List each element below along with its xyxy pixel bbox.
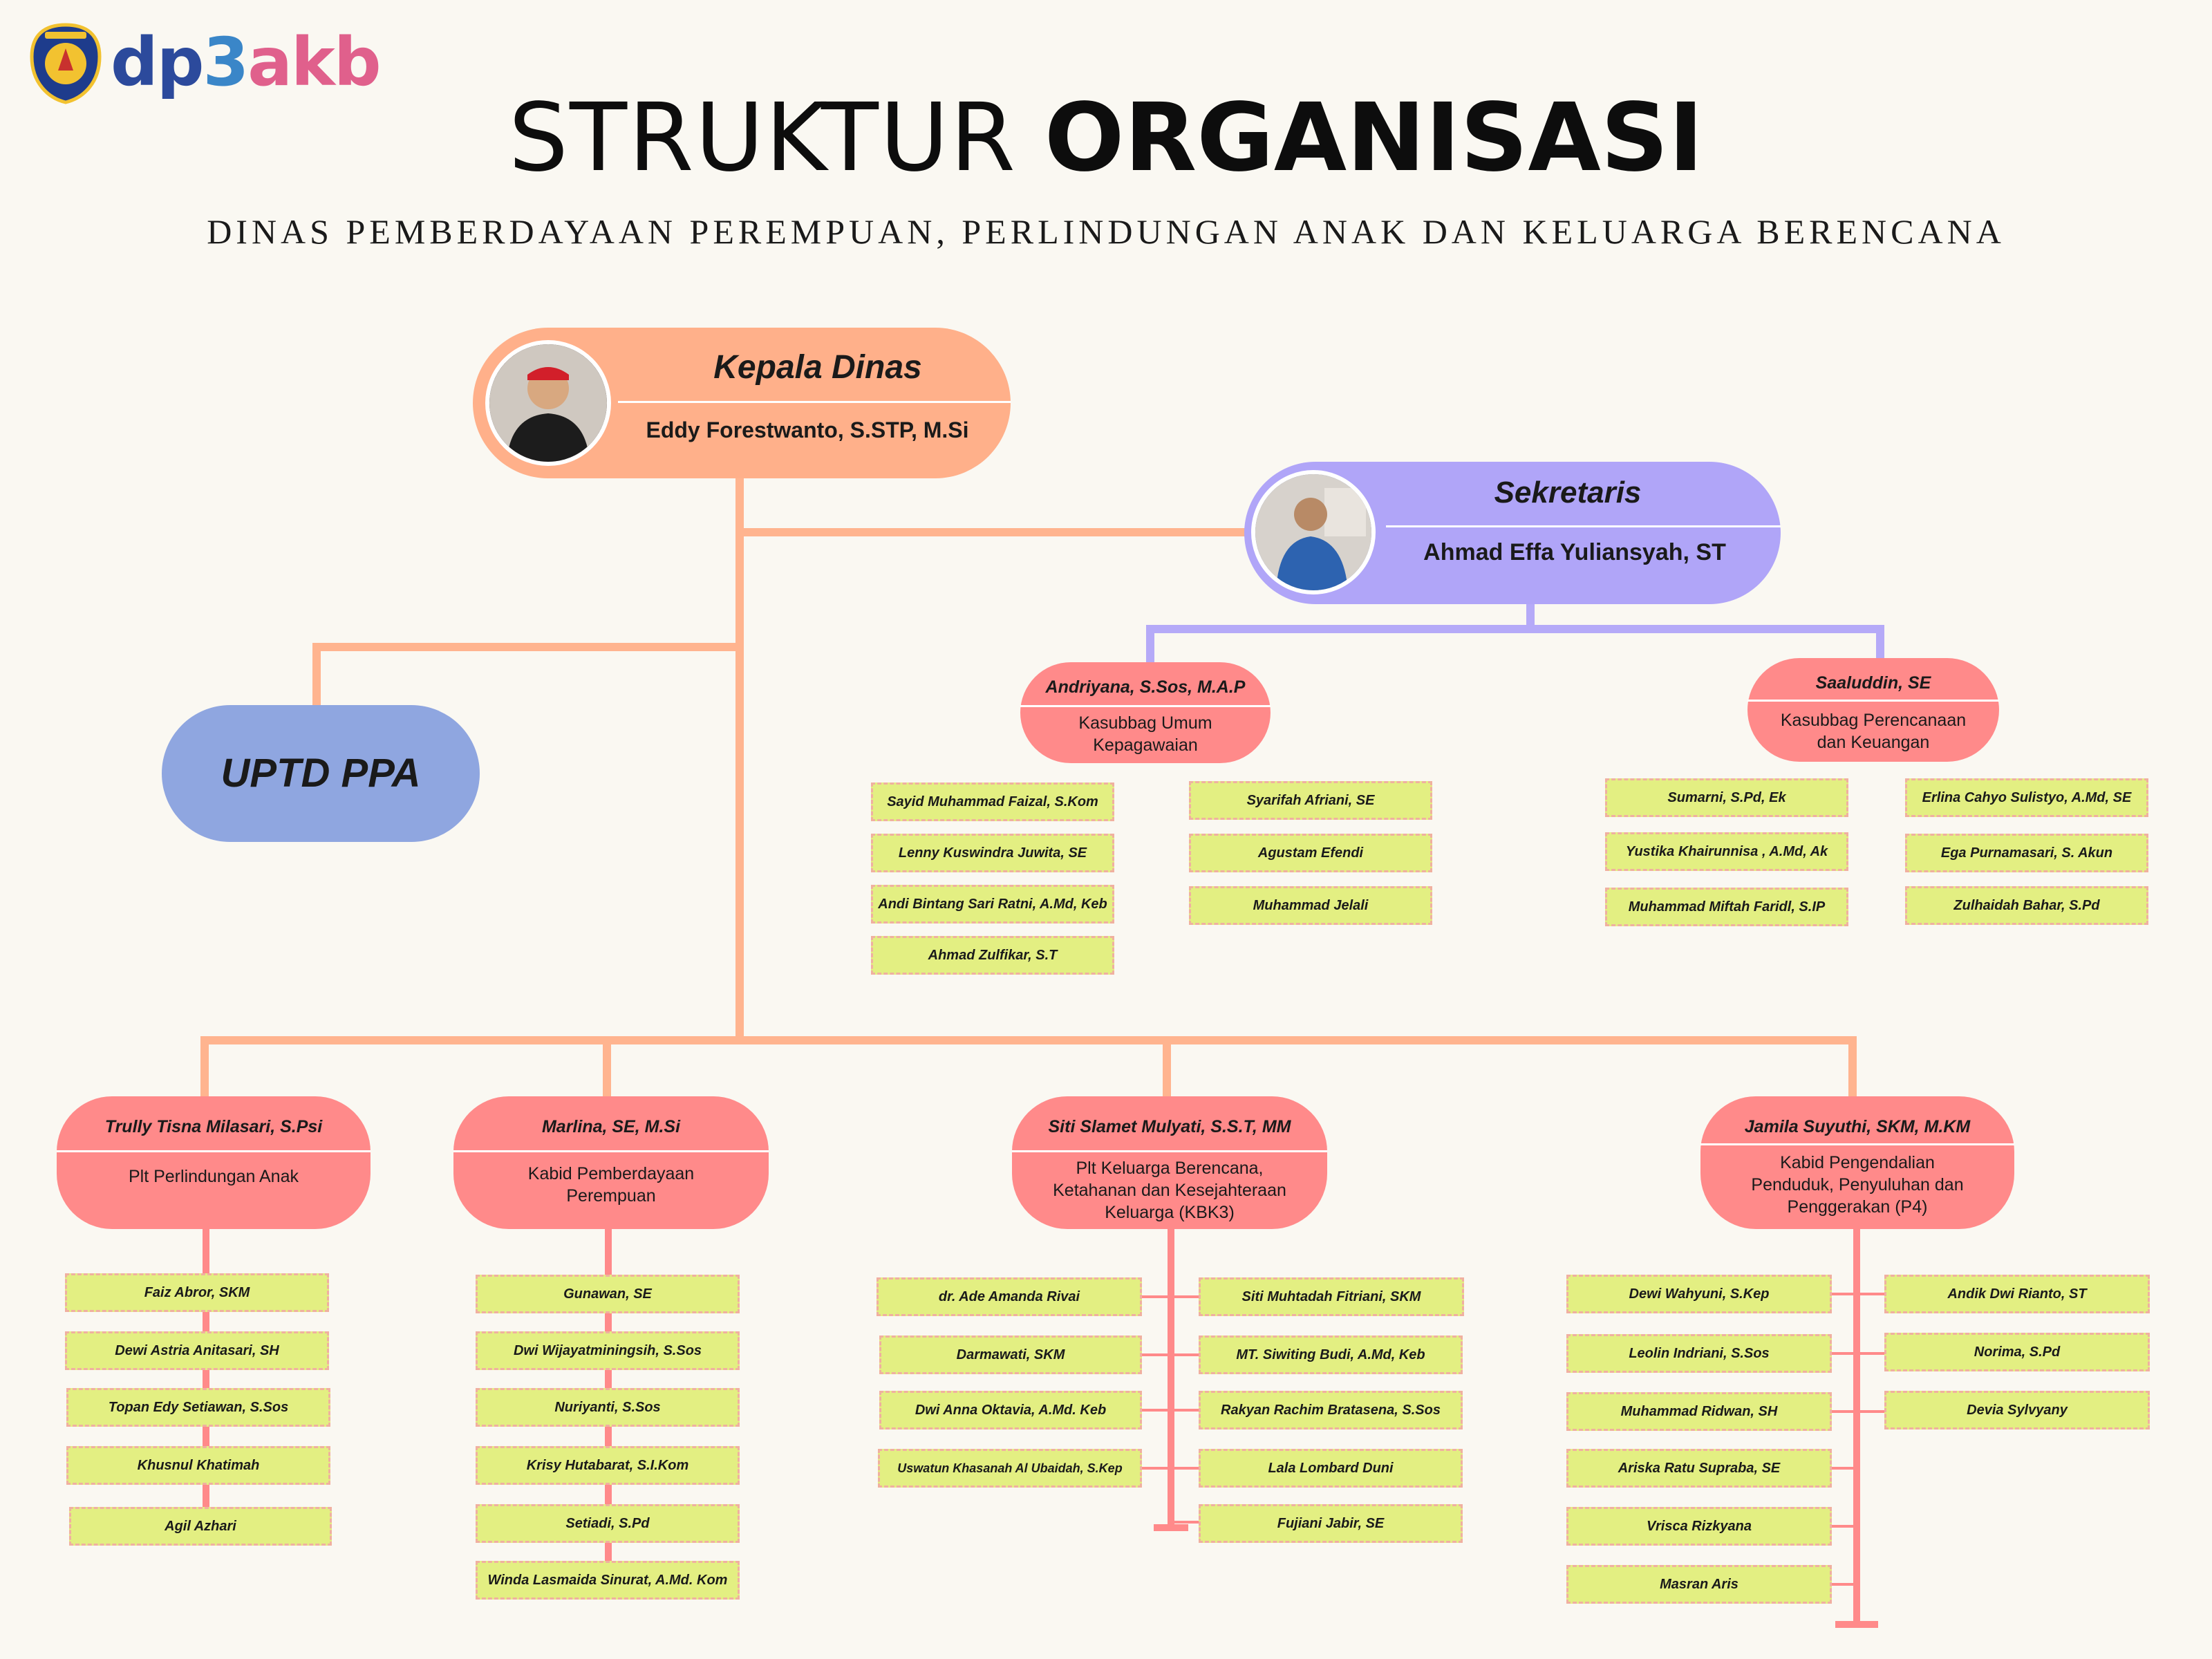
staff-box: Agustam Efendi: [1189, 834, 1432, 872]
division-4: Jamila Suyuthi, SKM, M.KM Kabid Pengenda…: [1700, 1096, 2014, 1229]
staff-box: Krisy Hutabarat, S.I.Kom: [476, 1446, 740, 1485]
connector-div3-staff: [1154, 1226, 1188, 1531]
staff-box: dr. Ade Amanda Rivai: [877, 1277, 1142, 1316]
staff-box: Faiz Abror, SKM: [65, 1273, 329, 1312]
logo-wordmark: dp3akb: [111, 21, 382, 104]
logo-text-akb: akb: [247, 24, 381, 101]
division-3: Siti Slamet Mulyati, S.S.T, MM Plt Kelua…: [1012, 1096, 1327, 1229]
person-photo-icon: [1255, 474, 1371, 590]
uptd-node: UPTD PPA: [162, 705, 480, 842]
secretary-node: Sekretaris Ahmad Effa Yuliansyah, ST: [1244, 462, 1781, 604]
division-position: Plt Keluarga Berencana, Ketahanan dan Ke…: [1053, 1159, 1286, 1222]
division-name: Jamila Suyuthi, SKM, M.KM: [1744, 1117, 1971, 1136]
sec-unit-name: Andriyana, S.Sos, M.A.P: [1045, 677, 1246, 697]
head-separator: [618, 401, 1011, 403]
staff-box: Uswatun Khasanah Al Ubaidah, S.Kep: [878, 1449, 1142, 1488]
staff-box: Lala Lombard Duni: [1199, 1449, 1463, 1488]
division-position: Kabid Pemberdayaan Perempuan: [527, 1164, 695, 1206]
title-light: STRUKTUR: [508, 84, 1017, 193]
staff-box: Muhammad Ridwan, SH: [1566, 1392, 1832, 1431]
connector-head-uptd: [312, 643, 744, 709]
division-name: Siti Slamet Mulyati, S.S.T, MM: [1048, 1117, 1291, 1136]
division-position: Kabid Pengendalian Penduduk, Penyuluhan …: [1751, 1153, 1964, 1217]
staff-box: Dewi Astria Anitasari, SH: [65, 1331, 329, 1370]
staff-box: Leolin Indriani, S.Sos: [1566, 1334, 1832, 1373]
sec-unit-position: Kasubbag Umum Kepagawaian: [1078, 713, 1212, 755]
division-name: Marlina, SE, M.Si: [541, 1117, 681, 1136]
secretary-separator: [1386, 525, 1781, 527]
connector-secretary-bus: [1146, 600, 1884, 666]
staff-box: Topan Edy Setiawan, S.Sos: [66, 1388, 330, 1427]
staff-box: Masran Aris: [1566, 1565, 1832, 1604]
staff-box: Yustika Khairunnisa , A.Md, Ak: [1605, 832, 1848, 871]
staff-box: Ariska Ratu Supraba, SE: [1566, 1449, 1832, 1488]
division-name: Trully Tisna Milasari, S.Psi: [104, 1117, 323, 1136]
staff-box: Andik Dwi Rianto, ST: [1884, 1275, 2150, 1313]
connector-div4-staff: [1835, 1226, 1878, 1628]
dp3akb-logo: dp3akb: [28, 21, 382, 111]
sec-unit-name: Saaluddin, SE: [1815, 673, 1931, 693]
city-emblem-icon: [30, 23, 102, 104]
staff-box: Agil Azhari: [69, 1507, 332, 1546]
division-1: Trully Tisna Milasari, S.Psi Plt Perlind…: [57, 1096, 371, 1229]
staff-box: Ega Purnamasari, S. Akun: [1905, 834, 2148, 872]
staff-box: Dwi Anna Oktavia, A.Md. Keb: [879, 1391, 1142, 1430]
head-photo: [485, 340, 611, 466]
uptd-label: UPTD PPA: [221, 751, 421, 796]
staff-box: Vrisca Rizkyana: [1566, 1507, 1832, 1546]
staff-box: Siti Muhtadah Fitriani, SKM: [1199, 1277, 1464, 1316]
staff-box: Gunawan, SE: [476, 1275, 740, 1313]
staff-box: Lenny Kuswindra Juwita, SE: [871, 834, 1114, 872]
head-role: Kepala Dinas: [713, 349, 922, 386]
staff-box: Setiadi, S.Pd: [476, 1504, 740, 1543]
staff-box: Khusnul Khatimah: [66, 1446, 330, 1485]
sec-unit-position: Kasubbag Perencanaan dan Keuangan: [1780, 711, 1967, 752]
sec-unit-separator: [1020, 705, 1271, 707]
staff-box: Muhammad Jelali: [1189, 886, 1432, 925]
secretary-photo: [1251, 470, 1376, 594]
staff-box: Syarifah Afriani, SE: [1189, 781, 1432, 820]
staff-box: Zulhaidah Bahar, S.Pd: [1905, 886, 2148, 925]
division-separator: [1012, 1150, 1327, 1152]
staff-box: Erlina Cahyo Sulistyo, A.Md, SE: [1905, 778, 2148, 817]
logo-text-dp: dp: [111, 24, 204, 101]
secretary-name: Ahmad Effa Yuliansyah, ST: [1423, 539, 1726, 565]
page-subtitle: DINAS PEMBERDAYAAN PEREMPUAN, PERLINDUNG…: [207, 212, 2005, 251]
staff-box: Darmawati, SKM: [879, 1335, 1142, 1374]
staff-box: Ahmad Zulfikar, S.T: [871, 936, 1114, 975]
staff-box: Nuriyanti, S.Sos: [476, 1388, 740, 1427]
division-separator: [453, 1150, 769, 1152]
staff-box: MT. Siwiting Budi, A.Md, Keb: [1199, 1335, 1463, 1374]
staff-box: Sumarni, S.Pd, Ek: [1605, 778, 1848, 817]
connector-div3-ticks: [1141, 1295, 1200, 1524]
staff-box: Dwi Wijayatminingsih, S.Sos: [476, 1331, 740, 1370]
division-2: Marlina, SE, M.Si Kabid Pemberdayaan Per…: [453, 1096, 769, 1229]
sec-unit-1: Andriyana, S.Sos, M.A.P Kasubbag Umum Ke…: [1020, 662, 1271, 763]
logo-text-3: 3: [203, 24, 249, 101]
staff-box: Norima, S.Pd: [1884, 1333, 2150, 1371]
connector-div4-ticks: [1830, 1293, 1886, 1586]
staff-box: Andi Bintang Sari Ratni, A.Md, Keb: [871, 885, 1114, 924]
staff-box: Winda Lasmaida Sinurat, A.Md. Kom: [476, 1561, 740, 1600]
staff-box: Sayid Muhammad Faizal, S.Kom: [871, 782, 1114, 821]
division-separator: [1700, 1143, 2014, 1145]
division-separator: [57, 1150, 371, 1152]
staff-box: Muhammad Miftah Faridl, S.IP: [1605, 888, 1848, 926]
title-bold: ORGANISASI: [1044, 84, 1704, 193]
staff-box: Rakyan Rachim Bratasena, S.Sos: [1199, 1391, 1463, 1430]
division-position: Plt Perlindungan Anak: [128, 1167, 299, 1186]
person-photo-icon: [489, 344, 607, 462]
staff-box: Fujiani Jabir, SE: [1199, 1504, 1463, 1543]
sec-unit-separator: [1747, 700, 1999, 702]
head-name: Eddy Forestwanto, S.STP, M.Si: [646, 418, 969, 442]
sec-unit-2: Saaluddin, SE Kasubbag Perencanaan dan K…: [1747, 658, 1999, 762]
head-node: Kepala Dinas Eddy Forestwanto, S.STP, M.…: [473, 328, 1011, 478]
staff-box: Dewi Wahyuni, S.Kep: [1566, 1275, 1832, 1313]
staff-box: Devia Sylvyany: [1884, 1391, 2150, 1430]
secretary-role: Sekretaris: [1494, 476, 1642, 509]
